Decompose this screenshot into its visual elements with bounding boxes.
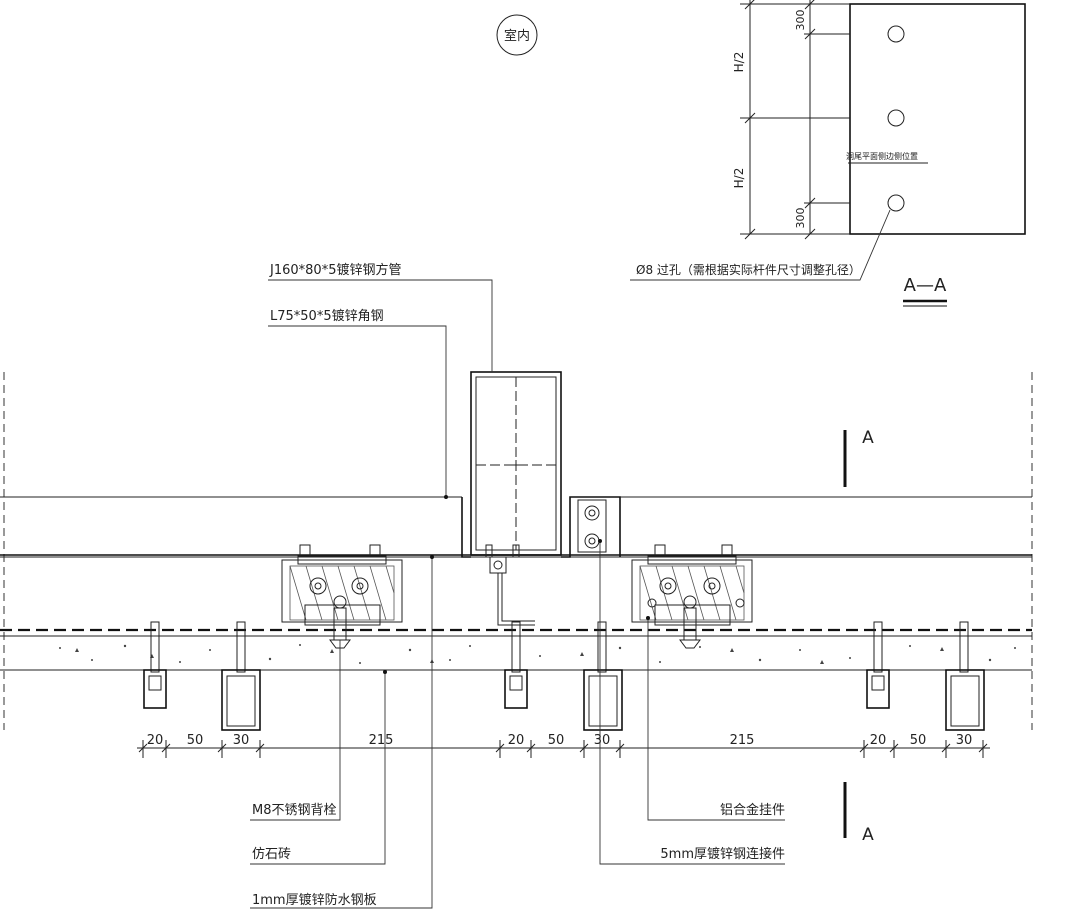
hole-top — [887, 25, 905, 43]
callout-stone-tile: 仿石砖 — [250, 670, 387, 865]
section-mark-bottom-label: A — [862, 825, 874, 845]
anchor-group-6 — [945, 621, 985, 731]
left-hanger-assembly — [281, 544, 403, 649]
callout-connector-label: 5mm厚镀锌钢连接件 — [660, 846, 785, 862]
section-mark-top-label: A — [862, 428, 874, 448]
dim-tick — [941, 743, 951, 753]
dimension-row: 20 50 30 215 20 50 30 215 20 50 30 — [137, 733, 990, 758]
dim-top-offset: 300 — [794, 10, 807, 31]
dim-label-7: 30 — [594, 733, 611, 748]
callout-square-tube: J160*80*5镀锌钢方管 — [268, 262, 493, 372]
callout-connector: 5mm厚镀锌钢连接件 — [598, 539, 785, 865]
dim-tick — [889, 743, 899, 753]
dim-label-6: 50 — [548, 733, 565, 748]
square-tube — [470, 371, 562, 556]
anchor-group-4 — [583, 621, 623, 731]
callout-stone-tile-label: 仿石砖 — [252, 847, 291, 862]
section-mark-top: A — [843, 428, 874, 487]
anchor-group-1 — [143, 621, 167, 709]
room-label: 室内 — [504, 28, 530, 44]
dim-tick — [217, 743, 227, 753]
dim-tick — [615, 743, 625, 753]
callout-square-tube-label: J160*80*5镀锌钢方管 — [269, 262, 401, 278]
section-small-note: 洞尾平面侧边侧位置 — [846, 151, 918, 161]
dim-label-1: 20 — [147, 733, 164, 748]
callout-backbolt-label: M8不锈钢背栓 — [252, 803, 337, 818]
dim-tick — [161, 743, 171, 753]
callout-angle-steel-label: L75*50*5镀锌角钢 — [270, 308, 384, 324]
dim-upper-half: H/2 — [732, 52, 746, 73]
dim-label-11: 30 — [956, 733, 973, 748]
dim-tick — [138, 743, 148, 753]
bolt-upper — [584, 505, 600, 521]
hole-bottom — [887, 194, 905, 212]
bolt-lower — [584, 533, 600, 549]
dim-label-8: 215 — [730, 733, 755, 748]
section-mark-bottom: A — [843, 782, 874, 845]
dim-label-4: 215 — [369, 733, 394, 748]
callout-angle-steel: L75*50*5镀锌角钢 — [268, 308, 448, 499]
right-hanger-assembly — [631, 544, 753, 649]
hole-note: Ø8 过孔（需根据实际杆件尺寸调整孔径） — [636, 262, 861, 277]
main-wall-section — [0, 371, 1033, 731]
callout-aluminum-hanger-label: 铝合金挂件 — [720, 802, 785, 818]
dim-tick — [579, 743, 589, 753]
callout-waterproof: 1mm厚镀锌防水钢板 — [250, 555, 434, 909]
anchor-group-2 — [221, 621, 261, 731]
dim-label-9: 20 — [870, 733, 887, 748]
dim-tick — [859, 743, 869, 753]
dim-tick — [255, 743, 265, 753]
callout-aluminum-hanger: 铝合金挂件 — [646, 616, 785, 821]
dim-tick — [526, 743, 536, 753]
dim-label-10: 50 — [910, 733, 927, 748]
room-label-bubble: 室内 — [496, 14, 538, 56]
dim-label-5: 20 — [508, 733, 525, 748]
dim-label-2: 50 — [187, 733, 204, 748]
anchor-group-3 — [504, 621, 528, 709]
dim-lower-half: H/2 — [732, 168, 746, 189]
dim-label-3: 30 — [233, 733, 250, 748]
anchor-group-5 — [866, 621, 890, 709]
callout-waterproof-label: 1mm厚镀锌防水钢板 — [252, 892, 377, 908]
dim-tick — [978, 743, 988, 753]
stone-tile-texture — [59, 644, 1016, 664]
dim-tick — [495, 743, 505, 753]
section-title: A—A — [904, 275, 947, 296]
hole-middle — [887, 109, 905, 127]
dim-bottom-offset: 300 — [794, 208, 807, 229]
callout-backbolt: M8不锈钢背栓 — [250, 640, 341, 821]
section-aa-view: 300 H/2 H/2 300 洞尾平面侧边侧位置 Ø8 过孔（需根据实际杆件尺… — [630, 0, 1026, 307]
